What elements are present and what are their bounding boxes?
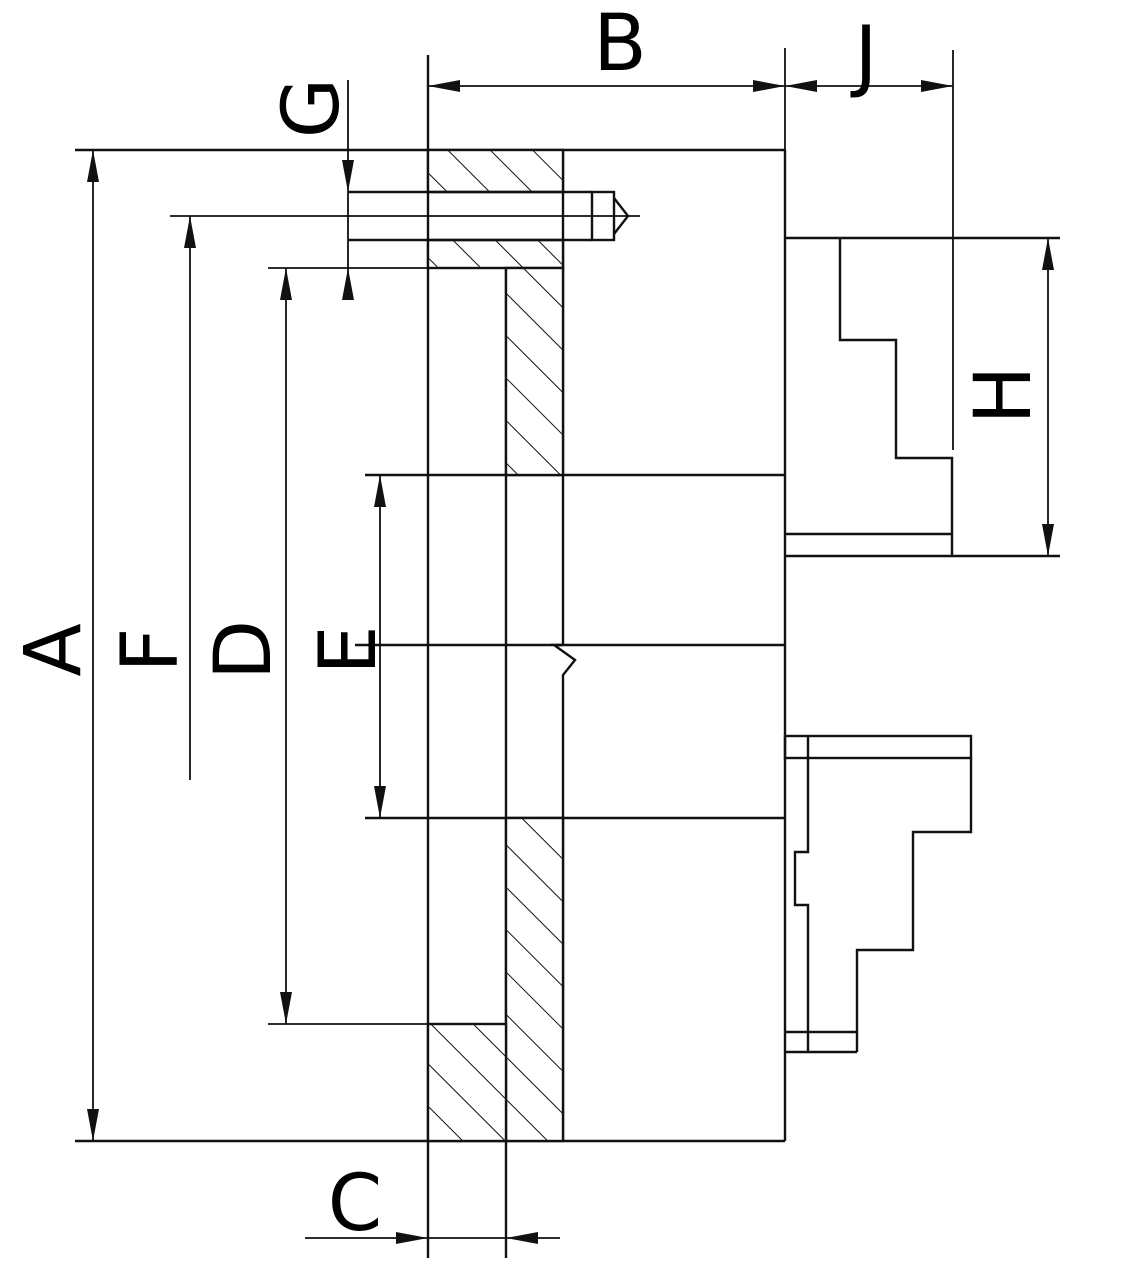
label-A: A [9,623,99,676]
lower-jaw [783,734,973,1054]
label-D: D [199,620,289,680]
label-E: E [304,625,394,674]
label-J: J [849,11,877,101]
label-H: H [959,366,1049,425]
label-C: C [328,1159,382,1249]
dimension-lines [87,48,1054,1244]
upper-jaw [785,236,1060,558]
label-G: G [267,78,357,138]
section-hatching [426,148,565,1143]
label-B: B [593,0,647,89]
label-F: F [106,628,196,673]
mounting-bolt [170,190,640,242]
